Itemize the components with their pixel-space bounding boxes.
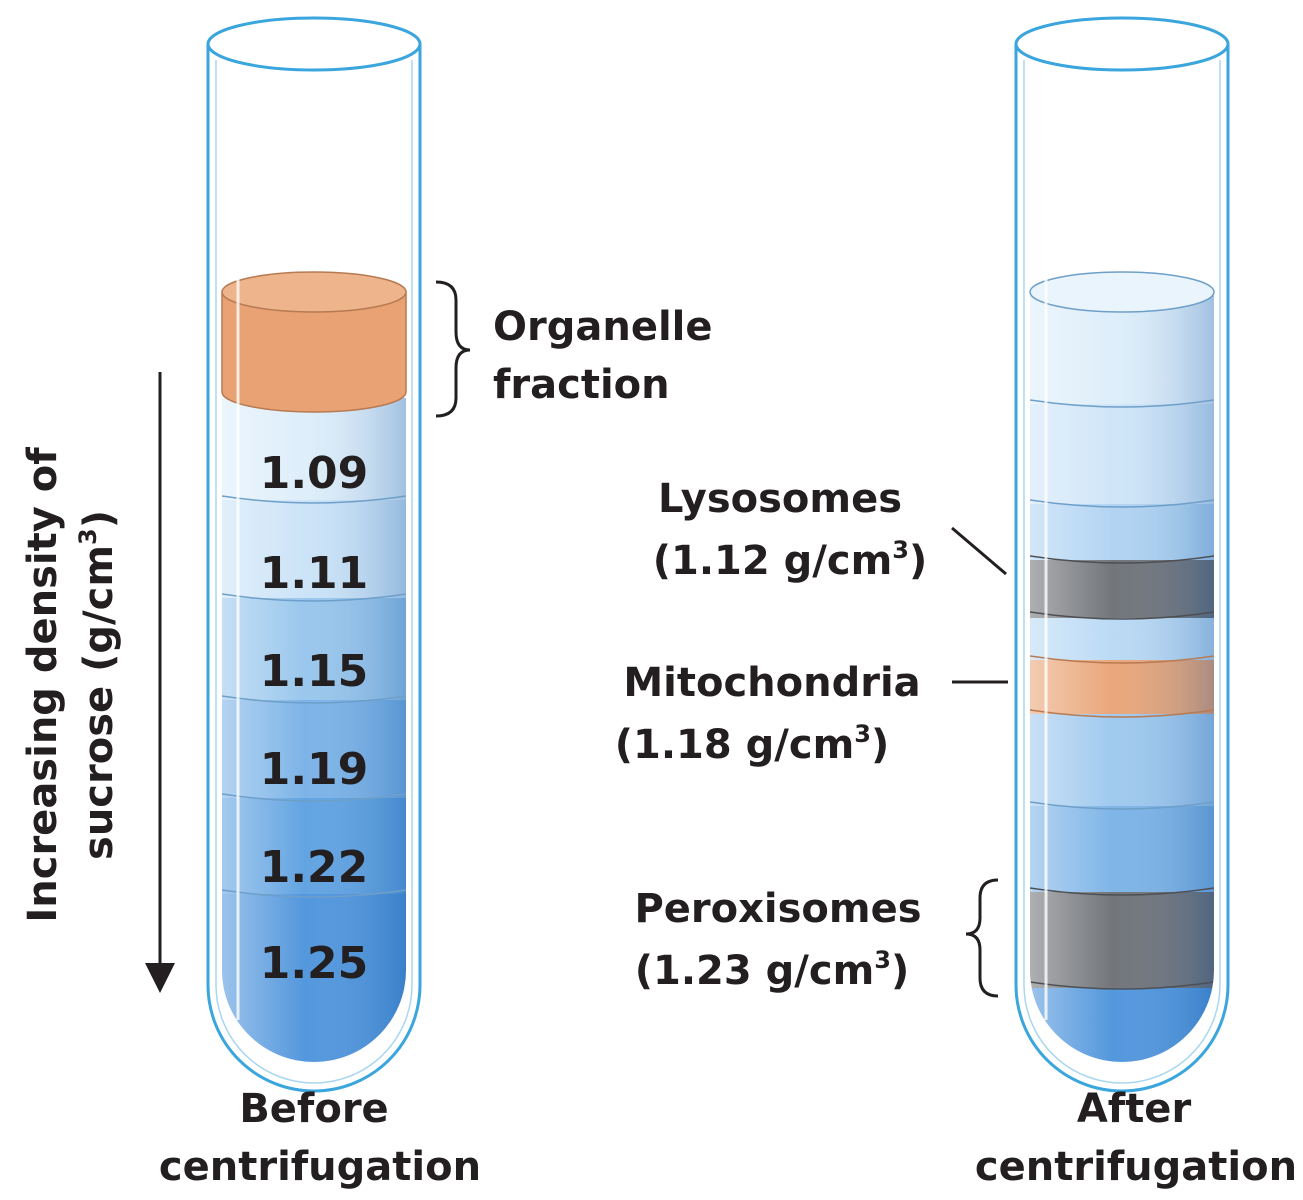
layer-label-1-15: 1.15 <box>260 646 369 697</box>
layer-label-1-11: 1.11 <box>260 548 369 599</box>
organelle-fraction-brace <box>435 280 471 418</box>
organelle-fraction <box>221 291 407 413</box>
layer-label-1-19: 1.19 <box>260 744 369 795</box>
before-tube-rim <box>206 16 422 72</box>
organelle-fraction-label-line2: fraction <box>493 362 670 408</box>
organelle-fraction-label: Organelle <box>493 304 713 350</box>
peroxisome-density: (1.23 g/cm3) <box>635 946 910 994</box>
after-caption-line1: After <box>1077 1086 1192 1132</box>
lysosome-density: (1.12 g/cm3) <box>653 536 928 584</box>
layer-label-1-22: 1.22 <box>260 842 369 893</box>
before-caption-line2: centrifugation <box>159 1144 481 1190</box>
svg-text:fraction: fraction <box>493 362 670 408</box>
after-tube <box>1014 16 1230 1093</box>
before-tube: 1.09 1.11 1.15 1.19 1.22 1.25 <box>206 16 422 1093</box>
mitochondria-label: Mitochondria <box>623 660 920 706</box>
peroxisome-brace <box>965 878 999 998</box>
lysosome-label: Lysosomes <box>658 476 902 522</box>
axis-label-line2: sucrose (g/cm3) <box>74 510 122 860</box>
layer-label-1-25: 1.25 <box>260 938 369 989</box>
after-caption-line2: centrifugation <box>975 1144 1297 1190</box>
layer-label-1-09: 1.09 <box>260 448 369 499</box>
mitochondria-density: (1.18 g/cm3) <box>615 720 890 768</box>
after-tube-rim <box>1014 16 1230 72</box>
density-axis-label: Increasing density of sucrose (g/cm3) <box>20 447 122 923</box>
axis-label-line1: Increasing density of <box>20 447 66 923</box>
before-caption-line1: Before <box>239 1086 388 1132</box>
lysosome-pointer <box>951 526 1007 576</box>
peroxisome-label: Peroxisomes <box>634 886 921 932</box>
